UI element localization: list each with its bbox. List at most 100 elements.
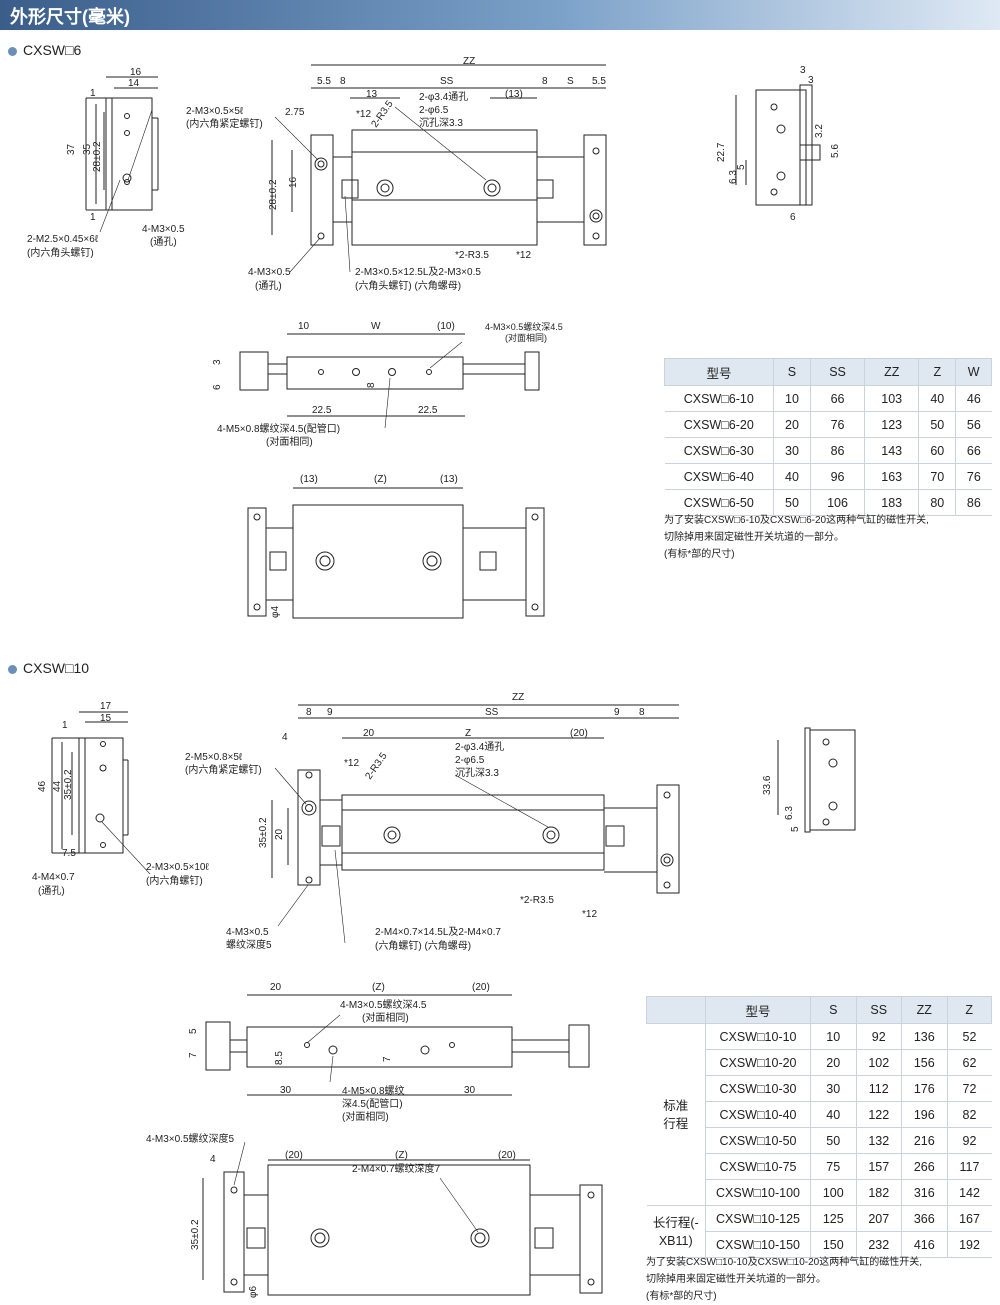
dim-label: (20) — [472, 982, 490, 993]
dim-label: 3.2 — [814, 124, 825, 138]
d10-bottom-body — [267, 1164, 531, 1296]
table-header: W — [955, 358, 992, 386]
table-cell: CXSW□10-10 — [705, 1023, 811, 1050]
table-cell: 76 — [955, 463, 992, 490]
table-header: Z — [918, 358, 957, 386]
dim-label: φ6 — [248, 1286, 259, 1298]
dim-label: 5 — [790, 826, 801, 832]
dim-label: 22.5 — [312, 405, 332, 416]
table-cell: 76 — [809, 411, 865, 438]
dim-label: (通孔) — [38, 885, 65, 897]
dim-label: 2-R3.5 — [363, 750, 389, 781]
table-cell: CXSW□6-10 — [664, 385, 774, 412]
note-line: (有标*部的尺寸) — [664, 549, 735, 560]
dim-label: 2-φ3.4通孔 — [419, 91, 468, 103]
dim-label: (通孔) — [255, 280, 282, 292]
bullet-icon — [8, 664, 17, 674]
table-cell: 72 — [946, 1075, 992, 1102]
table-cell: CXSW□6-50 — [664, 489, 774, 516]
dim-label: 20 — [274, 828, 285, 840]
table-cell: 20 — [810, 1049, 856, 1076]
dim-label: (内六角螺钉) — [146, 874, 203, 887]
dim-label: 2-φ6.5 — [455, 755, 485, 766]
dim-label: 2-R3.5 — [369, 98, 395, 129]
dim-label: 16 — [288, 176, 299, 188]
table10-note: 为了安装CXSW□10-10及CXSW□10-20这两种气缸的磁性开关, 切除掉… — [646, 1254, 922, 1305]
table-cell: 167 — [946, 1205, 992, 1232]
row-group-label: 标准行程 — [646, 1023, 706, 1206]
table-cell: 112 — [855, 1075, 902, 1102]
table-cell: 60 — [918, 437, 956, 464]
d10-top-right-plate — [656, 784, 680, 894]
table-header: S — [810, 996, 857, 1024]
dim-label: (通孔) — [150, 236, 177, 248]
table-header: ZZ — [901, 996, 948, 1024]
table-cell: CXSW□6-30 — [664, 437, 774, 464]
dim-label: 8 — [639, 707, 645, 718]
d10-front-labels: 20 (Z) (20) 4-M3×0.5螺纹深4.5 (对面相同) 5 7 8.… — [188, 982, 490, 1123]
table-cell: 416 — [901, 1231, 947, 1258]
dim-label: Z — [465, 728, 471, 739]
dim-label: 16 — [130, 67, 142, 78]
dim-label: 20 — [363, 728, 375, 739]
d6-top-labels: ZZ 5.5 8 SS 8 S 5.5 13 (13) *12 2-R3.5 2… — [186, 56, 606, 292]
dim-label: 2-M5×0.8×5ℓ — [185, 752, 243, 763]
table-cell: 66 — [809, 385, 865, 412]
note-line: 切除掉用来固定磁性开关坑道的一部分。 — [646, 1274, 826, 1285]
dim-label: 5.6 — [830, 144, 841, 158]
dim-label: 30 — [464, 1085, 476, 1096]
dim-label: 22.5 — [418, 405, 438, 416]
dim-label: 2-M3×0.5×10ℓ — [146, 862, 209, 873]
dim-label: 4-M3×0.5螺纹深4.5 — [340, 998, 427, 1011]
section-title-cxsw6: CXSW□6 — [8, 42, 81, 58]
table-header: S — [773, 358, 811, 386]
table-cell: CXSW□6-40 — [664, 463, 774, 490]
dim-label: 8 — [366, 382, 377, 388]
dim-label: 9 — [614, 707, 620, 718]
dim-label: 2-M4×0.7螺纹深度7 — [352, 1162, 441, 1175]
d10-front-body — [246, 1026, 513, 1068]
table-cell: CXSW□10-100 — [705, 1179, 811, 1206]
table-cell: 80 — [918, 489, 956, 516]
dim-label: 35±0.2 — [63, 769, 74, 800]
dim-label: 1 — [62, 720, 68, 731]
table-cell: CXSW□10-40 — [705, 1101, 811, 1128]
page-header-bar: 外形尺寸(毫米) — [0, 0, 1000, 30]
dim-label: (13) — [440, 474, 458, 485]
table-header: Z — [946, 996, 992, 1024]
dim-label: (13) — [300, 474, 318, 485]
table-cell: 40 — [773, 463, 811, 490]
dim-label: 44 — [52, 780, 63, 792]
dim-label: 5.5 — [317, 76, 331, 87]
table6-note: 为了安装CXSW□6-10及CXSW□6-20这两种气缸的磁性开关, 切除掉用来… — [664, 512, 929, 563]
table-cell: 30 — [773, 437, 811, 464]
table-cell: 132 — [855, 1127, 902, 1154]
table-cell: 266 — [901, 1153, 947, 1180]
dim-label: (六角头螺钉) (六角螺母) — [355, 280, 461, 292]
dim-label: *12 — [582, 909, 597, 920]
dim-label: 13 — [366, 89, 378, 100]
table-cell: 196 — [901, 1101, 947, 1128]
table-cell: 183 — [864, 489, 919, 516]
dim-label: 2-M3×0.5×5ℓ — [186, 106, 244, 117]
dim-label: 3 — [212, 359, 223, 365]
dim-label: 2.75 — [285, 107, 305, 118]
dim-label: 28±0.2 — [92, 141, 103, 172]
dim-label: 9 — [327, 707, 333, 718]
table-cell: 157 — [855, 1153, 902, 1180]
dim-label: ZZ — [512, 692, 524, 703]
table-cell: 117 — [946, 1153, 992, 1180]
dim-label: (Z) — [395, 1150, 408, 1161]
dim-label: 6 — [212, 384, 223, 390]
dim-label: *2-R3.5 — [455, 250, 489, 261]
dim-label: 2-M2.5×0.45×6ℓ — [27, 234, 99, 245]
dim-label: 6.3 — [784, 806, 795, 820]
dim-label: 28±0.2 — [268, 179, 279, 210]
table-cell: 96 — [809, 463, 865, 490]
